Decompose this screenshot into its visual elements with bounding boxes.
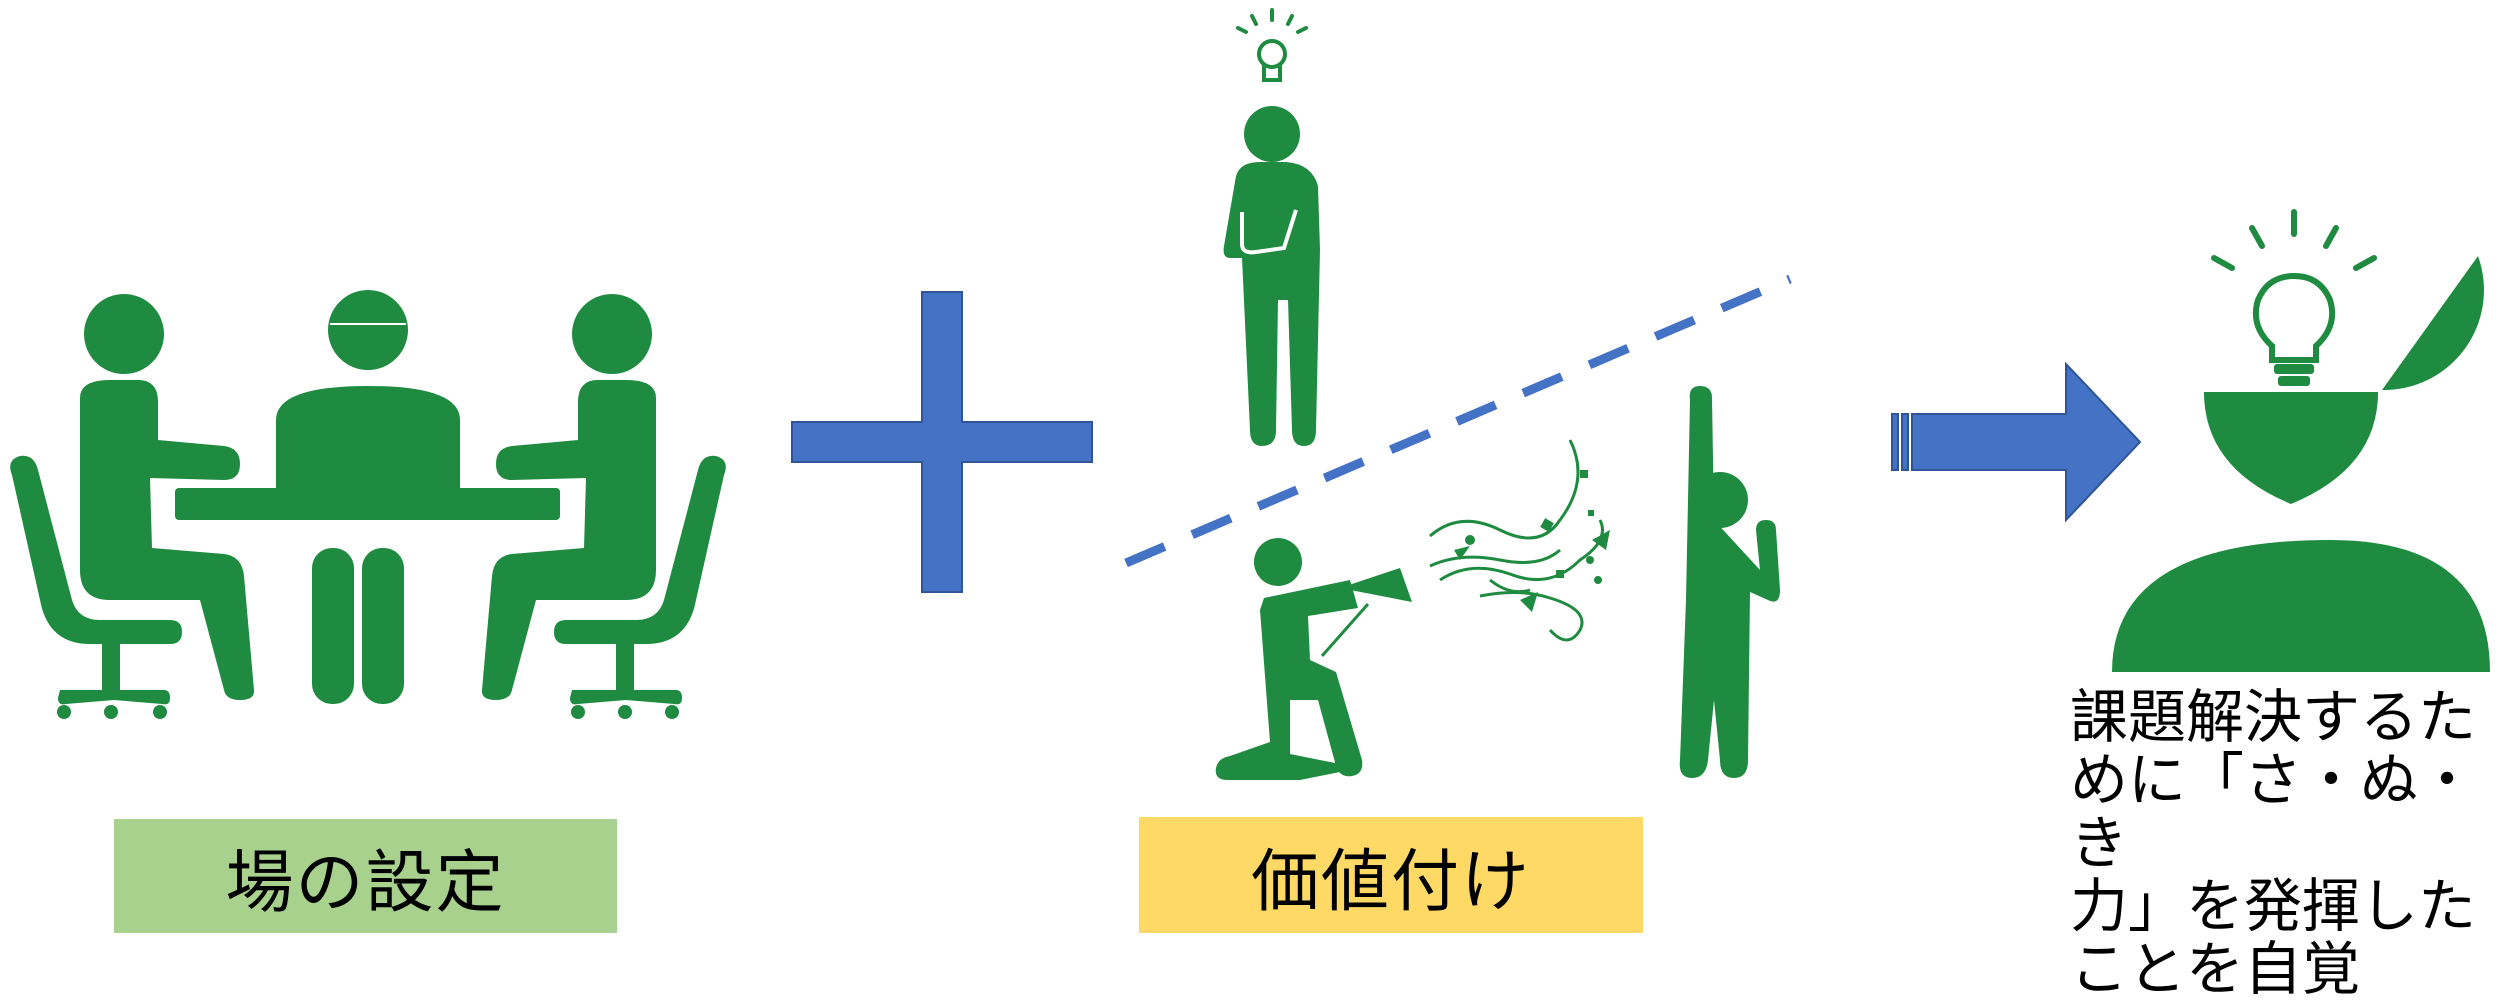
idea-head-icon — [2112, 209, 2490, 672]
plus-icon — [791, 291, 1093, 593]
setting-label-box: 場の設定 — [114, 819, 617, 933]
value-label: 価値付け — [1250, 842, 1531, 922]
connector-dashes — [1124, 274, 1792, 568]
self-awareness-caption: 課題解決するた めに「さ・ぬ・き 力」を発揮した ことを自覚 — [2070, 683, 2477, 1003]
valuing-scene-icon — [1215, 8, 1780, 780]
setting-label: 場の設定 — [225, 843, 506, 923]
meeting-scene-icon — [10, 290, 726, 719]
value-label-box: 価値付け — [1139, 817, 1643, 933]
right-arrow-icon — [1891, 361, 2142, 523]
